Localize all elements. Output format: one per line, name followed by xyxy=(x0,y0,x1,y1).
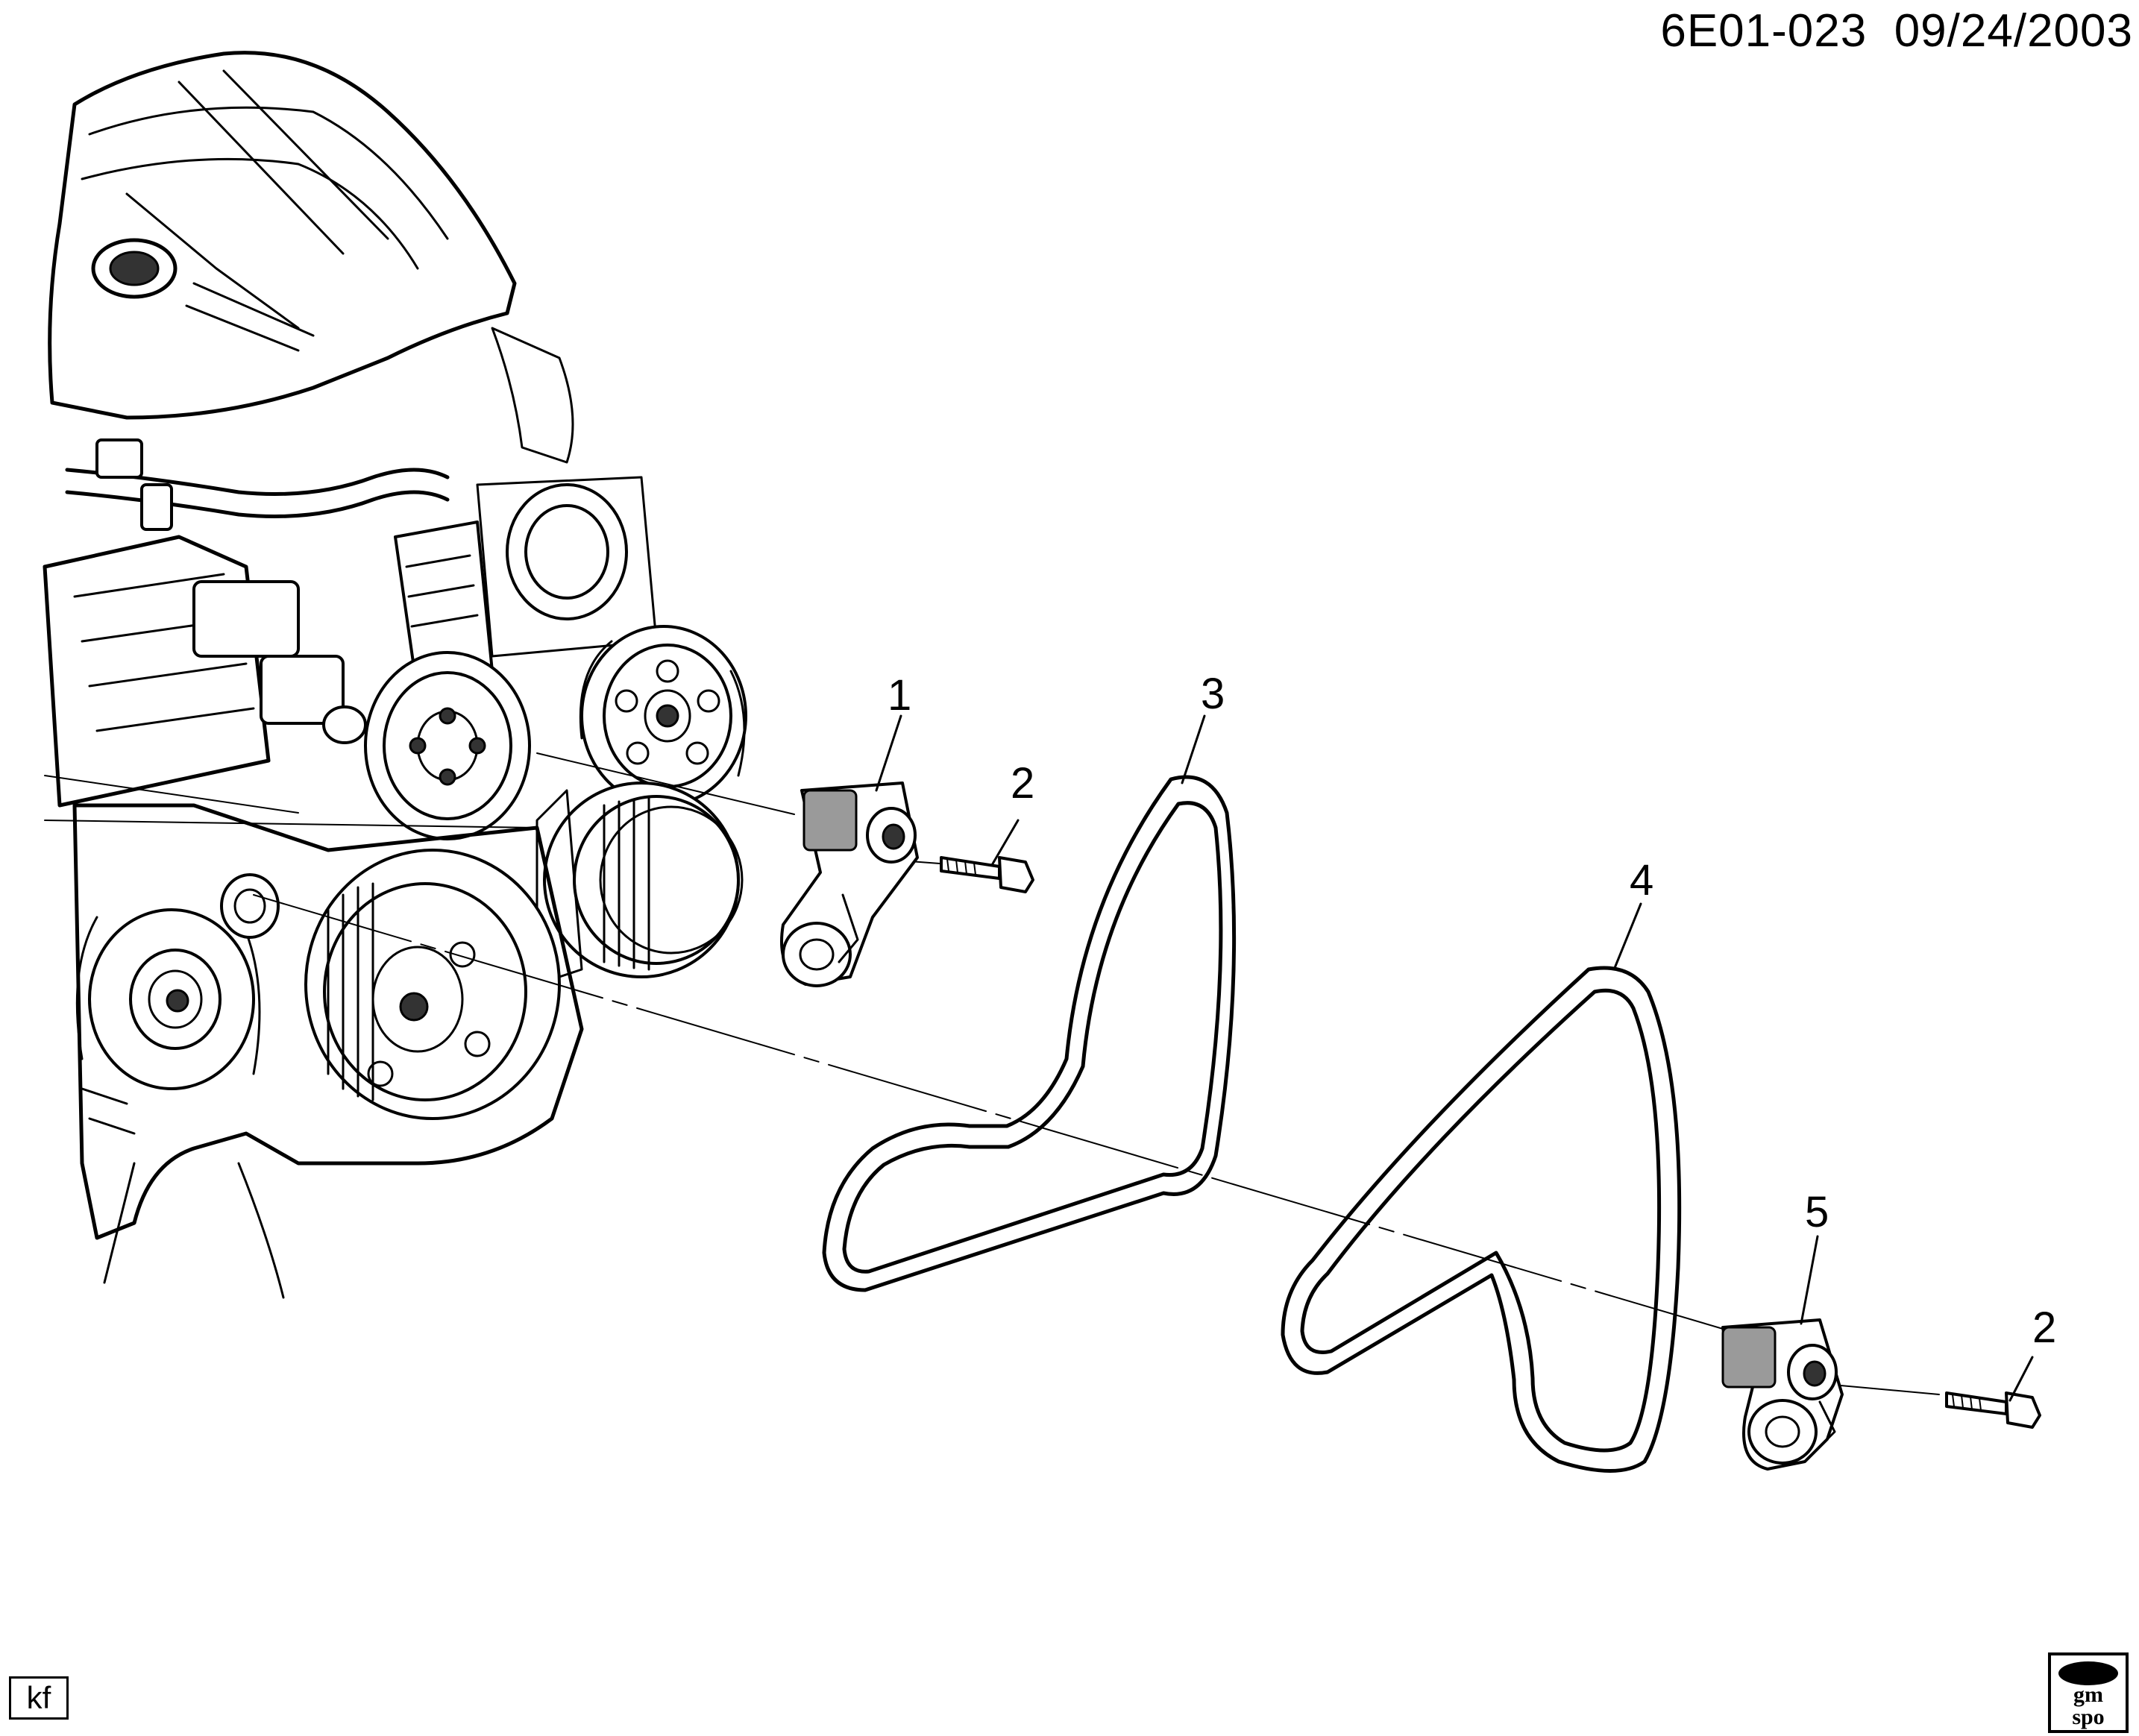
diagram-header: 6E01-023 09/24/2003 xyxy=(1660,4,2133,57)
serpentine-belt-part-3 xyxy=(822,775,1237,1292)
belt-tensioner-part-1 xyxy=(780,781,919,987)
callout-2b: 2 xyxy=(2032,1303,2056,1352)
callout-5: 5 xyxy=(1805,1188,1829,1236)
bolt-part-2b xyxy=(1945,1391,2041,1429)
bolt-part-2a xyxy=(940,856,1034,893)
callout-3: 3 xyxy=(1201,670,1225,718)
serpentine-belt-part-4 xyxy=(1281,966,1682,1473)
callout-leaders xyxy=(875,714,2034,1402)
illustrator-initials: kf xyxy=(9,1676,69,1720)
logo-text-top: gm xyxy=(2073,1682,2103,1707)
logo-text-bottom: spo xyxy=(2072,1705,2104,1729)
callout-4: 4 xyxy=(1630,856,1653,905)
diagram-date: 09/24/2003 xyxy=(1894,5,2133,57)
callout-1: 1 xyxy=(888,671,911,720)
engine-assembly xyxy=(43,51,747,1299)
belt-tensioner-part-5 xyxy=(1721,1318,1844,1471)
callout-2a: 2 xyxy=(1011,759,1034,808)
diagram-code: 6E01-023 xyxy=(1660,5,1868,57)
gm-spo-logo: gm spo xyxy=(2048,1652,2129,1733)
